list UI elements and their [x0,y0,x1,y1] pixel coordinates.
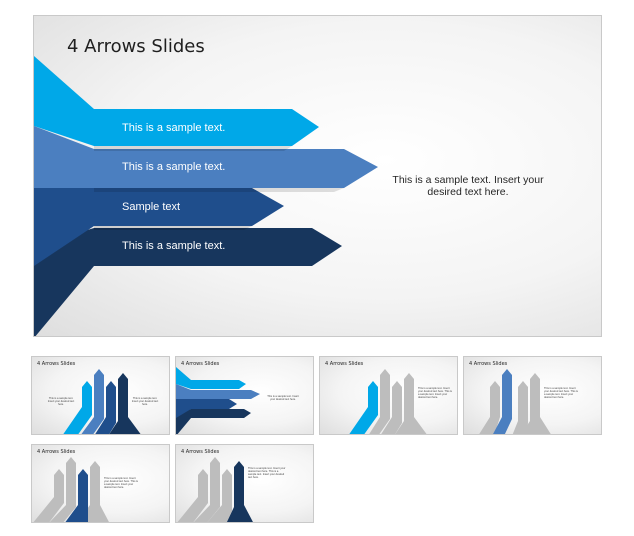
arrow-1-label: This is a sample text. [122,122,226,134]
slide-thumbnail-4[interactable]: 4 Arrows Slides This is a sample text. I… [463,356,602,435]
thumbnail-title: 4 Arrows Slides [37,449,76,455]
arrow-3-shape [34,186,284,266]
main-slide[interactable]: 4 Arrows Slides This is a sample text. T… [33,15,602,337]
slide-title: 4 Arrows Slides [67,36,205,57]
slide-thumbnail-6[interactable]: 4 Arrows Slides This is a sample text. I… [175,444,314,523]
thumbnail-title: 4 Arrows Slides [181,449,220,455]
arrow-4-shape [34,228,342,336]
slide-thumbnail-5[interactable]: 4 Arrows Slides This is a sample text. I… [31,444,170,523]
arrow-1-shape [34,56,319,146]
arrow-4-label: This is a sample text. [122,240,226,252]
slide-thumbnail-1[interactable]: 4 Arrows Slides This is a sample text. I… [31,356,170,435]
arrow-3-label: Sample text [122,201,181,213]
arrow-2-label: This is a sample text. [122,161,226,173]
slide-thumbnail-3[interactable]: 4 Arrows Slides This is a sample text. I… [319,356,458,435]
thumbnail-title: 4 Arrows Slides [325,361,364,367]
arrows-graphic [34,56,378,336]
thumbnail-title: 4 Arrows Slides [181,361,220,367]
thumbnail-title: 4 Arrows Slides [469,361,508,367]
side-text: This is a sample text. Insert your desir… [392,174,544,198]
slide-thumbnail-2[interactable]: 4 Arrows Slides This is a sample text. I… [175,356,314,435]
thumbnail-title: 4 Arrows Slides [37,361,76,367]
arrow-2-shape [34,126,378,188]
